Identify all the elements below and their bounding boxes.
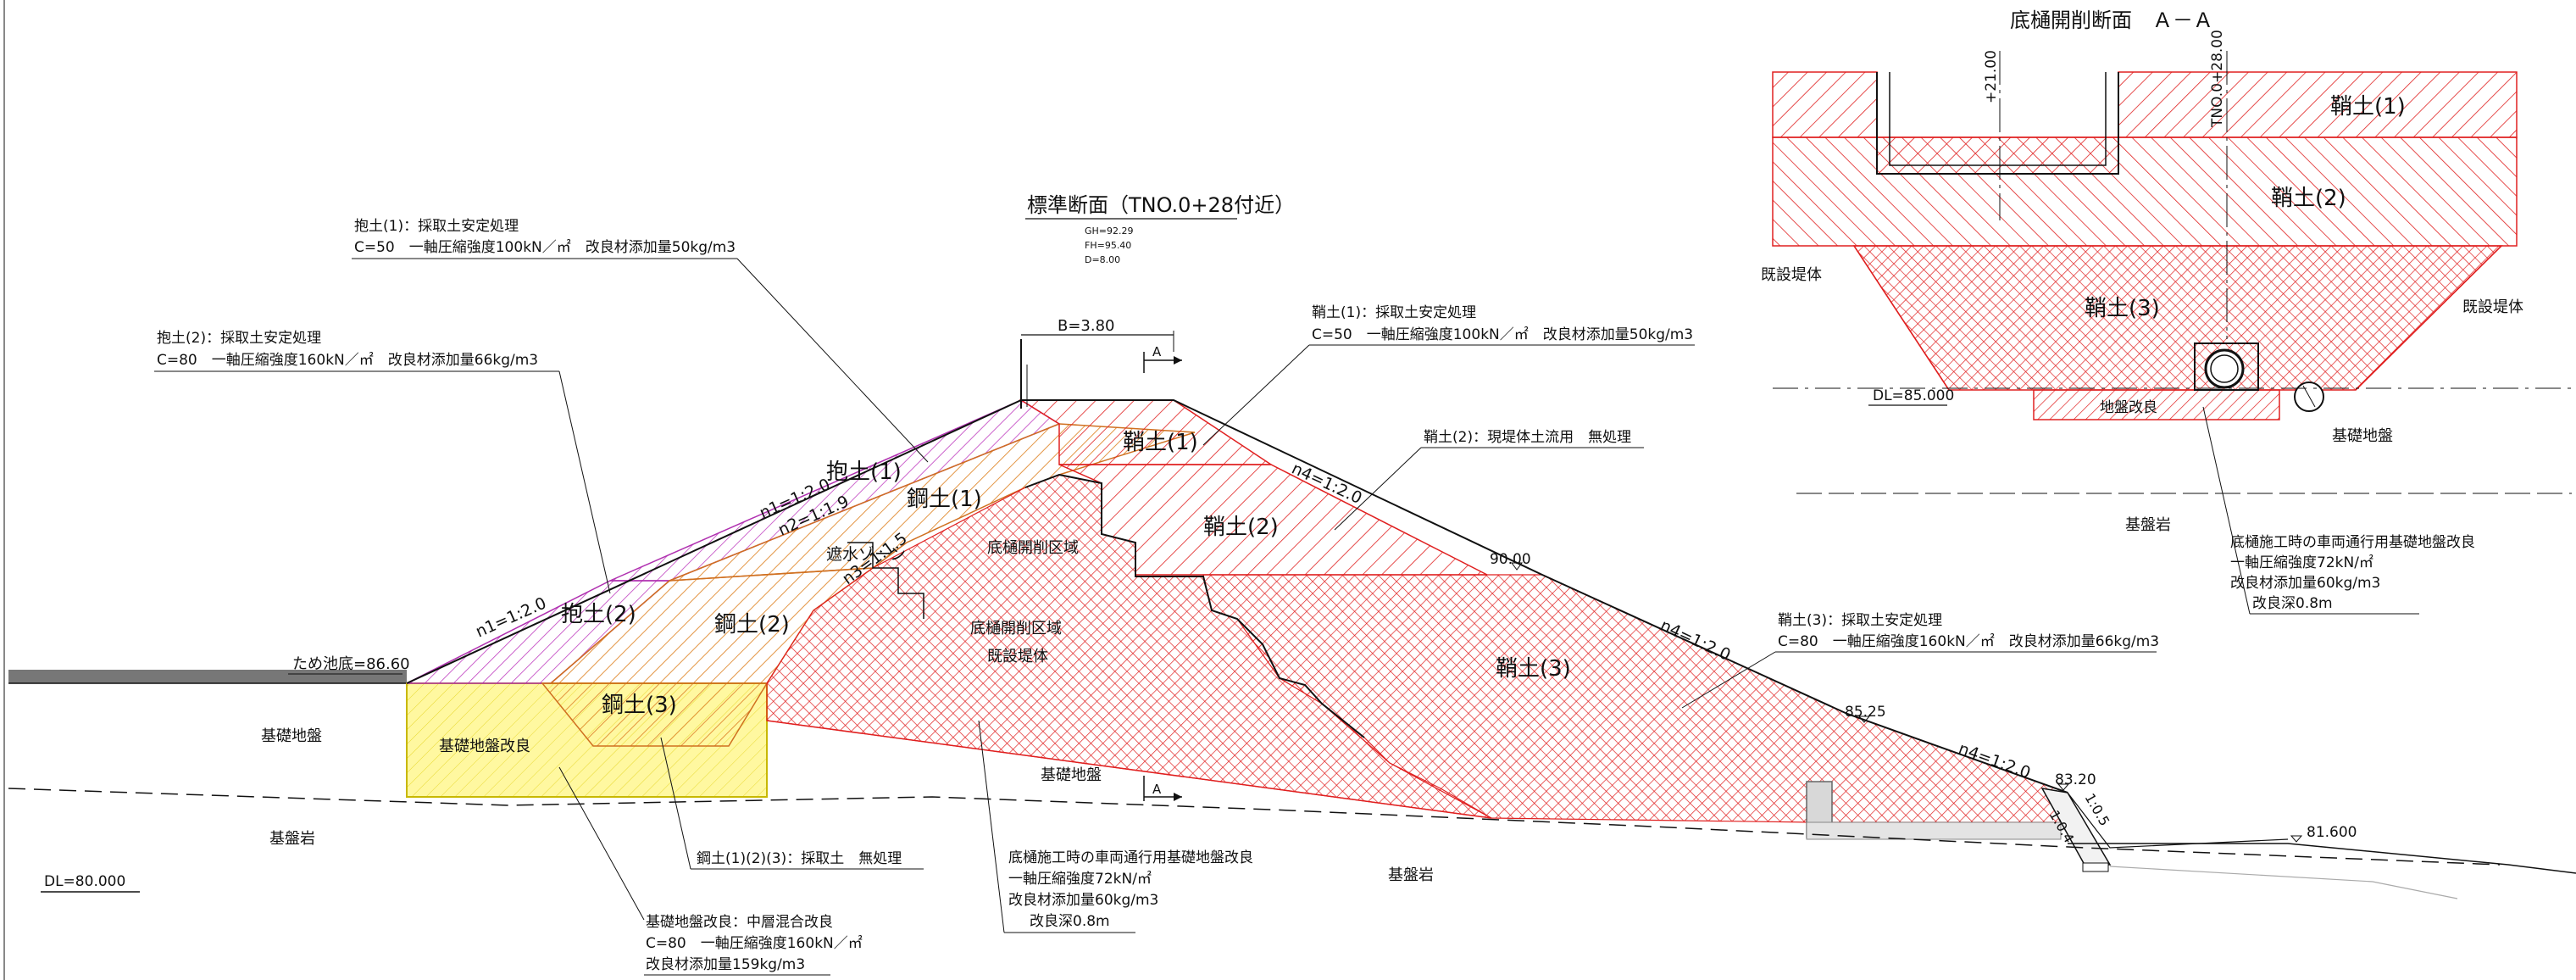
pond-bottom xyxy=(8,670,407,683)
label-kodo3: 鋼土(3) xyxy=(602,693,677,718)
level-fh: FH=95.40 xyxy=(1085,240,1131,251)
note-sayado1: 鞘土(1)：採取土安定処理 C=50 一軸圧縮強度100kN／㎡ 改良材添加量5… xyxy=(1202,304,1695,446)
aa-sayado2-zone xyxy=(1772,136,2518,247)
svg-text:C=50 一軸圧縮強度100kN／㎡ 改良材添加量50kg/: C=50 一軸圧縮強度100kN／㎡ 改良材添加量50kg/m3 xyxy=(1312,326,1693,343)
aa-trench-outline xyxy=(1876,72,2119,175)
label-dakido2: 抱土(2) xyxy=(561,602,636,627)
svg-text:C=80 一軸圧縮強度160kN／㎡: C=80 一軸圧縮強度160kN／㎡ xyxy=(646,935,863,952)
svg-text:改良材添加量159kg/m3: 改良材添加量159kg/m3 xyxy=(646,956,805,973)
aa-station-21: +21.00 xyxy=(1983,50,2000,103)
toe-drain xyxy=(2040,788,2112,866)
label-bedrock-left: 基盤岩 xyxy=(269,830,315,848)
note-vehicle: 底樋施工時の車両通行用基礎地盤改良 一軸圧縮強度72kN/㎡ 改良材添加量60k… xyxy=(978,720,1253,933)
label-kiso-left: 基礎地盤 xyxy=(261,727,322,745)
svg-text:改良材添加量60kg/m3: 改良材添加量60kg/m3 xyxy=(2230,575,2380,592)
aa-label-kiso: 基礎地盤 xyxy=(2332,427,2393,445)
label-kiso-mid: 基礎地盤 xyxy=(1041,766,1102,784)
label-bedrock-mid: 基盤岩 xyxy=(1388,866,1434,884)
main-title: 標準断面（TNO.0+28付近） xyxy=(1027,193,1295,217)
svg-text:C=50 一軸圧縮強度100kN／㎡ 改良材添加量50kg/: C=50 一軸圧縮強度100kN／㎡ 改良材添加量50kg/m3 xyxy=(354,239,736,256)
elev-81600: 81.600 xyxy=(2307,824,2357,841)
svg-text:抱土(1)：採取土安定処理: 抱土(1)：採取土安定処理 xyxy=(354,218,519,235)
label-shasui: 遮水ゾーン xyxy=(826,545,906,564)
bedrock-line xyxy=(8,788,2501,866)
section-aa: 底樋開削断面 Ａ－Ａ +21.00 TNO.0+28.00 鞘土(1) 鞘土(2… xyxy=(1761,8,2572,615)
svg-text:鋼土(1)(2)(3)：採取土 無処理: 鋼土(1)(2)(3)：採取土 無処理 xyxy=(697,850,902,867)
aa-label-ground-improve: 地盤改良 xyxy=(2100,399,2157,416)
svg-text:C=80 一軸圧縮強度160kN／㎡ 改良材添加量66kg/: C=80 一軸圧縮強度160kN／㎡ 改良材添加量66kg/m3 xyxy=(1778,633,2159,650)
aa-label-bedrock: 基盤岩 xyxy=(2125,516,2171,534)
label-dakido1: 抱土(1) xyxy=(826,459,902,485)
aa-label-kisetsu-left: 既設堤体 xyxy=(1761,266,1822,284)
aa-label-sayado2: 鞘土(2) xyxy=(2271,186,2346,211)
elev-8525: 85.25 xyxy=(1845,704,1886,721)
aa-note-vehicle: 底樋施工時の車両通行用基礎地盤改良 一軸圧縮強度72kN/㎡ 改良材添加量60k… xyxy=(2202,406,2475,615)
elev-berm: 90.00 xyxy=(1490,551,1531,568)
label-sayado2: 鞘土(2) xyxy=(1203,515,1279,540)
note-dakido1: 抱土(1)：採取土安定処理 C=50 一軸圧縮強度100kN／㎡ 改良材添加量5… xyxy=(352,218,929,463)
label-sayado1: 鞘土(1) xyxy=(1123,430,1198,455)
svg-text:鞘土(1)：採取土安定処理: 鞘土(1)：採取土安定処理 xyxy=(1312,304,1476,321)
embankment-outline xyxy=(406,399,2068,793)
aa-datum: DL=85.000 xyxy=(1873,387,1954,404)
label-kaisaku1: 底樋開削区域 xyxy=(987,539,1079,557)
crest-width-label: B=3.80 xyxy=(1058,317,1115,335)
main-section: A A B=3.80 標準断面（TNO.0+28付近） GH=92.29 FH=… xyxy=(3,0,2576,980)
datum-label: DL=80.000 xyxy=(44,873,125,890)
svg-text:抱土(2)：採取土安定処理: 抱土(2)：採取土安定処理 xyxy=(157,330,321,347)
level-d: D=8.00 xyxy=(1085,254,1120,265)
svg-text:底樋施工時の車両通行用基礎地盤改良: 底樋施工時の車両通行用基礎地盤改良 xyxy=(1008,849,1253,866)
level-gh: GH=92.29 xyxy=(1085,226,1134,237)
svg-text:鞘土(3)：採取土安定処理: 鞘土(3)：採取土安定処理 xyxy=(1778,612,1942,629)
note-kiso: 基礎地盤改良：中層混合改良 C=80 一軸圧縮強度160kN／㎡ 改良材添加量1… xyxy=(558,766,863,976)
label-kiso-kairyo: 基礎地盤改良 xyxy=(439,738,530,755)
section-mark-bottom: A xyxy=(1152,782,1162,797)
svg-text:改良深0.8m: 改良深0.8m xyxy=(2252,595,2333,612)
elev-pond-bottom: ため池底=86.60 xyxy=(292,655,410,673)
elev-8320: 83.20 xyxy=(2055,771,2096,788)
section-mark-top: A xyxy=(1152,344,1162,359)
svg-text:鞘土(2)：現堤体土流用 無処理: 鞘土(2)：現堤体土流用 無処理 xyxy=(1424,429,1631,446)
aa-station-28: TNO.0+28.00 xyxy=(2209,30,2226,128)
aa-label-sayado3: 鞘土(3) xyxy=(2085,296,2160,321)
aa-label-sayado1: 鞘土(1) xyxy=(2330,94,2406,120)
label-kisetsu: 既設堤体 xyxy=(987,648,1048,665)
svg-text:一軸圧縮強度72kN/㎡: 一軸圧縮強度72kN/㎡ xyxy=(2230,554,2373,571)
slope-toe1: 1:0.5 xyxy=(2082,791,2113,829)
svg-text:基礎地盤改良：中層混合改良: 基礎地盤改良：中層混合改良 xyxy=(646,914,833,931)
note-sayado3: 鞘土(3)：採取土安定処理 C=80 一軸圧縮強度160kN／㎡ 改良材添加量6… xyxy=(1681,612,2159,709)
svg-text:底樋施工時の車両通行用基礎地盤改良: 底樋施工時の車両通行用基礎地盤改良 xyxy=(2230,534,2475,551)
svg-text:改良深0.8m: 改良深0.8m xyxy=(1030,913,1110,930)
ground-line-right xyxy=(2068,843,2576,874)
svg-text:一軸圧縮強度72kN/㎡: 一軸圧縮強度72kN/㎡ xyxy=(1008,871,1152,888)
note-sayado2: 鞘土(2)：現堤体土流用 無処理 xyxy=(1334,429,1644,531)
note-dakido2: 抱土(2)：採取土安定処理 C=80 一軸圧縮強度160kN／㎡ 改良材添加量6… xyxy=(154,330,611,594)
svg-text:C=80 一軸圧縮強度160kN／㎡ 改良材添加量66kg/: C=80 一軸圧縮強度160kN／㎡ 改良材添加量66kg/m3 xyxy=(157,352,538,369)
aa-culvert-box xyxy=(2194,342,2259,391)
svg-text:改良材添加量60kg/m3: 改良材添加量60kg/m3 xyxy=(1008,892,1158,909)
zone-kodo3 xyxy=(541,682,769,747)
aa-label-kisetsu-right: 既設堤体 xyxy=(2462,298,2523,316)
note-kodo: 鋼土(1)(2)(3)：採取土 無処理 xyxy=(660,737,924,870)
label-kaisaku2: 底樋開削区域 xyxy=(970,620,1062,638)
label-sayado3: 鞘土(3) xyxy=(1496,656,1571,682)
label-kodo2: 鋼土(2) xyxy=(714,612,790,638)
aa-title: 底樋開削断面 Ａ－Ａ xyxy=(2010,8,2213,32)
label-kodo1: 鋼土(1) xyxy=(907,487,982,512)
